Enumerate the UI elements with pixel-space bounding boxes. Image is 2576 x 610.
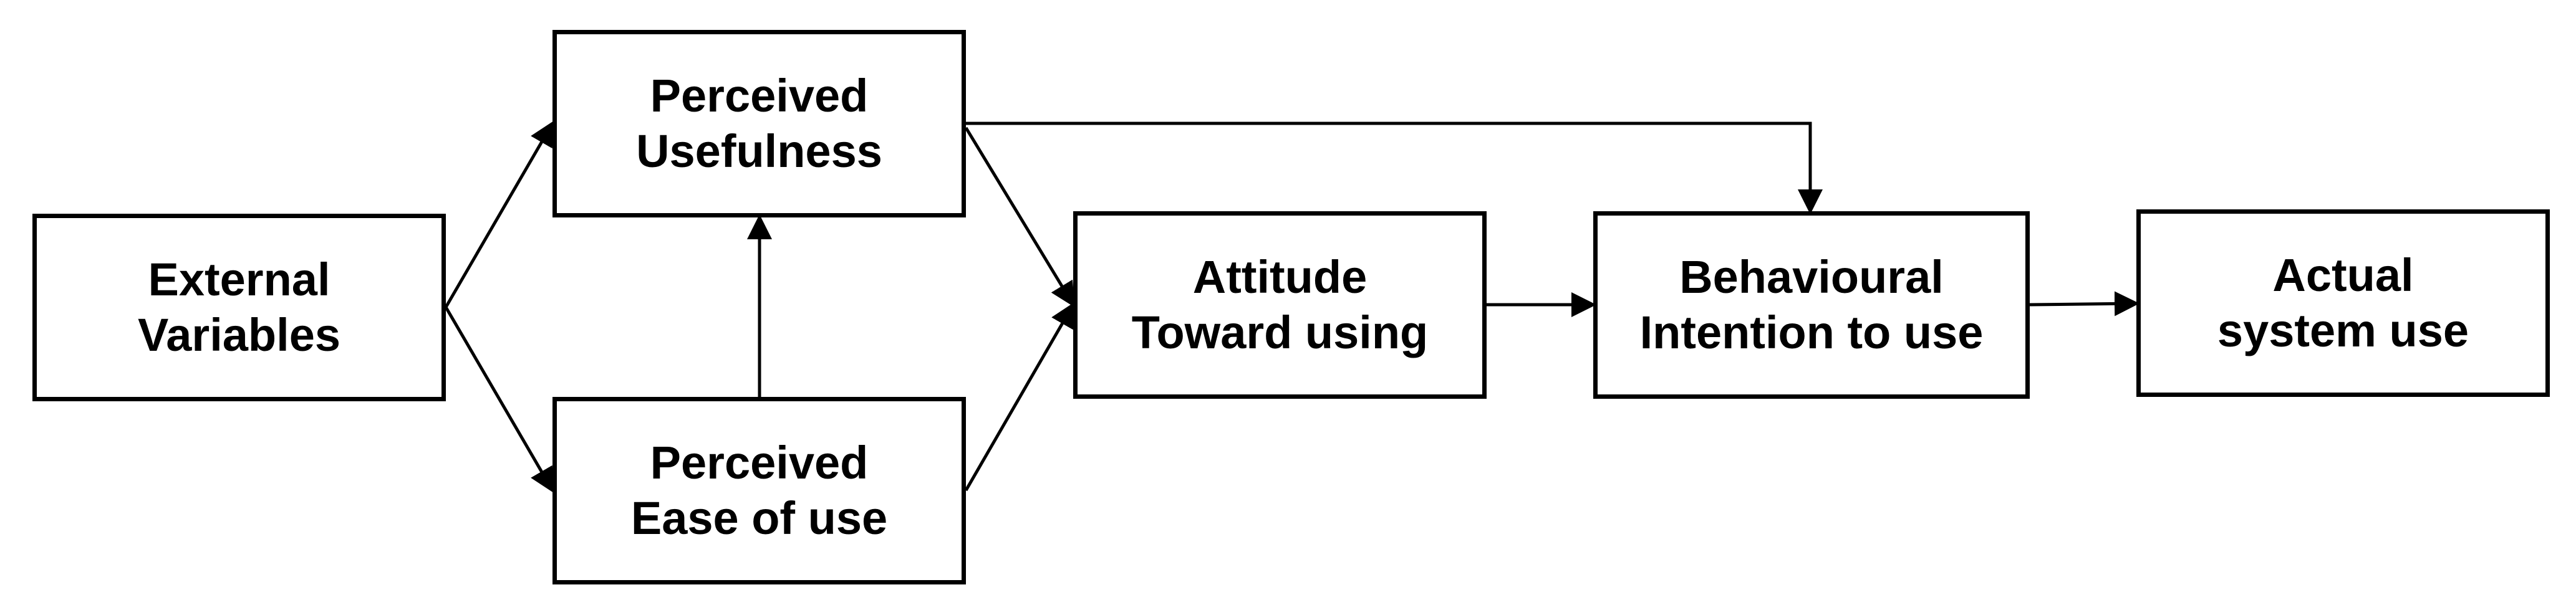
edge-usefulness-to-intention <box>966 122 1823 214</box>
node-label-line2: Toward using <box>1131 306 1429 358</box>
node-attitude-toward-using: Attitude Toward using <box>1073 211 1487 399</box>
node-label-line1: External <box>148 253 330 305</box>
node-perceived-ease-of-use: Perceived Ease of use <box>552 397 966 584</box>
edge-usefulness-to-attitude <box>964 126 1075 308</box>
node-label-line1: Perceived <box>650 436 869 488</box>
node-actual-system-use: Actual system use <box>2136 209 2550 397</box>
edge-intention-to-actual <box>2029 291 2139 317</box>
node-label-line2: Ease of use <box>630 492 888 544</box>
node-label-line2: Usefulness <box>636 125 882 177</box>
node-label-line2: system use <box>2217 304 2469 356</box>
node-label-line1: Attitude <box>1192 250 1368 303</box>
node-label-line2: Intention to use <box>1639 306 1984 358</box>
node-perceived-usefulness: Perceived Usefulness <box>552 30 966 217</box>
edge-external-to-usefulness <box>444 120 554 308</box>
node-label-line2: Variables <box>137 308 340 361</box>
node-label-line1: Actual <box>2272 249 2414 301</box>
node-behavioural-intention: Behavioural Intention to use <box>1593 211 2030 399</box>
edge-ease-to-attitude <box>964 302 1075 492</box>
node-label-line1: Perceived <box>650 69 869 122</box>
edge-external-to-ease <box>444 306 554 493</box>
node-external-variables: External Variables <box>32 214 446 401</box>
node-label-line1: Behavioural <box>1679 250 1944 303</box>
